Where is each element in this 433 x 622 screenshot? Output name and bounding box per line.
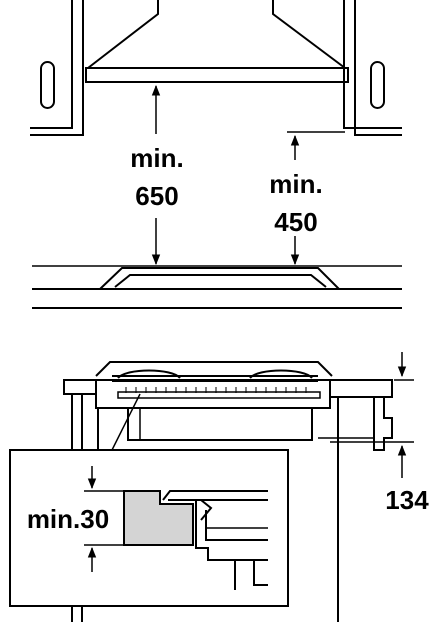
hob-profile [97, 267, 342, 290]
left-wall-cabinet [30, 0, 84, 136]
hood-canopy-rim [85, 67, 349, 83]
vent-slots [125, 387, 307, 393]
hood-clearance-label-line1: min. [130, 143, 183, 173]
hood-clearance-label-line2: 650 [135, 181, 178, 211]
hob-body-section [95, 361, 333, 409]
worktop-section-right [329, 379, 393, 398]
vent-strip [117, 391, 321, 399]
detail-inset [9, 449, 289, 607]
cabinet-clearance-label-line1: min. [269, 169, 322, 199]
right-cabinet-handle [370, 61, 385, 109]
side-clearance-label: min.30 [27, 504, 109, 534]
cooker-hood [85, 0, 349, 83]
cabinet-clearance-label-line2: 450 [274, 207, 317, 237]
worktop-section-left [63, 379, 97, 395]
section-view: 134 min.30 [9, 352, 429, 622]
depth-dimension [330, 352, 414, 478]
worktop [32, 288, 402, 309]
base-cabinet-sides [71, 394, 339, 622]
top-elevation-view: min. 650 min. 450 [30, 0, 402, 309]
detail-leader-line [111, 393, 141, 451]
hob-lower-casing [127, 408, 313, 441]
left-cabinet-handle [40, 61, 55, 109]
depth-label: 134 [385, 485, 429, 515]
right-wall-cabinet [343, 0, 402, 136]
right-bracket [318, 397, 393, 451]
